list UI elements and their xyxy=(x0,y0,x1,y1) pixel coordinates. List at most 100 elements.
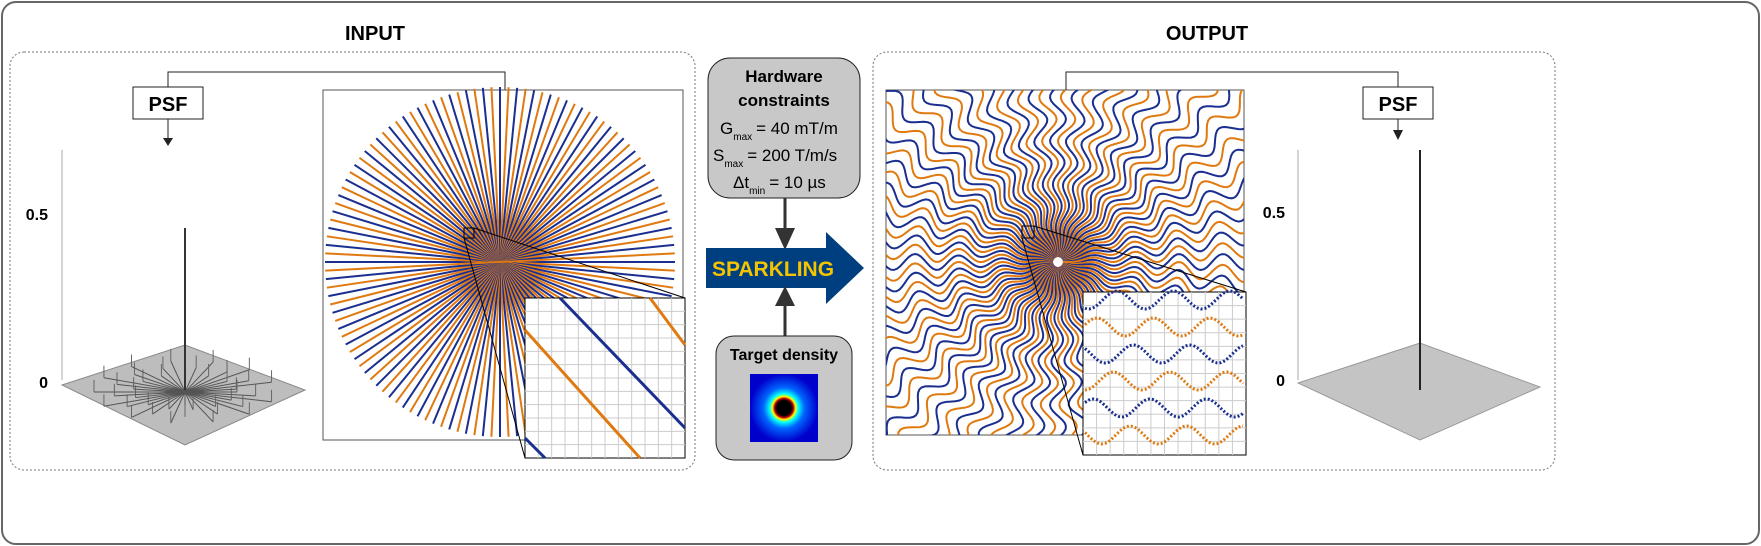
sparkling-shot xyxy=(1062,231,1244,263)
output-axis-top: 0.5 xyxy=(1263,205,1285,222)
tmin-symbol: Δt xyxy=(733,173,749,192)
sparkling-shot xyxy=(886,225,1054,262)
sparkling-shot xyxy=(886,170,1055,261)
sparkling-shot xyxy=(1049,90,1068,258)
hardware-constraints-box: Hardware constraints Gmax= 40 mT/m Smax=… xyxy=(707,57,861,199)
output-psf-box xyxy=(1362,86,1434,120)
sparkling-shot xyxy=(985,90,1058,258)
sparkling-shot xyxy=(886,262,1054,314)
sparkling-shot xyxy=(886,261,1054,304)
arrow-down-icon xyxy=(775,228,795,250)
gmax-value: = 40 mT/m xyxy=(756,119,838,138)
sparkling-label: SPARKLING xyxy=(712,258,834,281)
sparkling-shot xyxy=(886,261,1054,293)
sparkling-shot xyxy=(886,262,1054,324)
input-psf-group: PSF 0.5 0 xyxy=(26,71,506,446)
sparkling-shot xyxy=(886,101,1056,260)
sparkling-shot xyxy=(886,90,1056,259)
inset-shot xyxy=(1084,289,1245,311)
sparkling-shot xyxy=(1062,220,1244,263)
output-psf-surface xyxy=(1296,342,1542,441)
sparkling-shot xyxy=(1027,90,1059,258)
output-axis-zero: 0 xyxy=(1276,373,1285,390)
sparkling-shot xyxy=(1058,90,1110,258)
input-panel xyxy=(9,51,696,471)
sparkling-shot xyxy=(886,263,1055,387)
sparkling-shot xyxy=(1062,253,1244,272)
output-psf-label: PSF xyxy=(1379,94,1418,116)
sparkling-shot xyxy=(886,234,1054,263)
sparkling-shot xyxy=(886,263,1054,344)
sparkling-shot xyxy=(1060,90,1219,260)
sparkling-shot xyxy=(1062,260,1244,284)
output-psf-group: PSF 0.5 0 xyxy=(1065,71,1542,441)
sparkling-arrow: SPARKLING xyxy=(706,232,864,304)
smax-symbol: S xyxy=(713,146,724,165)
sparkling-shot xyxy=(886,210,1054,262)
sparkling-shot xyxy=(886,159,1055,261)
inset-shot xyxy=(1083,424,1244,446)
sparkling-shot xyxy=(1056,90,1077,258)
sparkling-shot xyxy=(1062,262,1244,308)
sparkling-shot xyxy=(1039,266,1060,435)
sparkling-shot xyxy=(1020,266,1058,435)
target-density-map xyxy=(750,374,818,442)
input-axis-zero: 0 xyxy=(39,375,48,392)
sparkling-shot xyxy=(886,181,1054,261)
input-psf-box xyxy=(132,86,204,120)
sparkling-shot xyxy=(1061,148,1244,261)
sparkling-shot xyxy=(1061,90,1244,260)
sparkling-shot xyxy=(1038,90,1060,258)
sparkling-shot xyxy=(886,262,1054,335)
sparkling-shot xyxy=(1057,266,1089,435)
sparkling-shot xyxy=(952,90,1057,259)
gmax-symbol: G xyxy=(720,119,733,138)
sparkling-shot xyxy=(1005,266,1058,435)
sparkling-shot xyxy=(886,264,1055,435)
sparkling-shot xyxy=(955,265,1057,435)
arrow-up-icon xyxy=(775,286,795,306)
sparkling-shot xyxy=(1061,137,1244,261)
sparkling-shot xyxy=(1061,90,1231,260)
output-title: OUTPUT xyxy=(1166,23,1248,45)
sparkling-shot xyxy=(966,265,1057,435)
input-axis-top: 0.5 xyxy=(26,207,48,224)
output-trajectory xyxy=(885,89,1247,456)
sparkling-shot xyxy=(1059,90,1139,258)
sparkling-shot xyxy=(1056,266,1078,435)
sparkling-shot xyxy=(1062,210,1244,262)
svg-text:Gmax= 40 mT/m: Gmax= 40 mT/m xyxy=(720,119,838,143)
svg-text:Δtmin= 10 µs: Δtmin= 10 µs xyxy=(733,173,826,197)
sparkling-shot xyxy=(921,90,1056,259)
input-title: INPUT xyxy=(345,23,405,45)
input-psf-label: PSF xyxy=(149,94,188,116)
sparkling-shot xyxy=(896,264,1056,435)
radial-spoke xyxy=(325,252,675,272)
arrow-down-icon xyxy=(163,138,173,146)
sparkling-shot xyxy=(1060,90,1171,259)
hardware-title-1: Hardware xyxy=(745,67,822,86)
sparkling-shot xyxy=(996,90,1058,258)
sparkling-shot xyxy=(1048,266,1067,435)
sparkling-shot xyxy=(1062,176,1244,262)
target-density-title: Target density xyxy=(730,347,838,364)
target-density-box: Target density xyxy=(715,335,853,461)
sparkling-shot xyxy=(990,266,1058,435)
sparkling-shot xyxy=(1006,90,1058,258)
inset-shot xyxy=(1084,343,1244,365)
input-trajectory xyxy=(322,87,687,460)
smax-value: = 200 T/m/s xyxy=(747,146,837,165)
sparkling-shot xyxy=(886,243,1054,264)
sparkling-shot xyxy=(886,149,1055,260)
sparkling-shot xyxy=(933,90,1057,259)
sparkling-shot xyxy=(1057,90,1086,258)
sparkling-shot xyxy=(1062,242,1244,264)
sparkling-shot xyxy=(976,90,1057,258)
sparkling-shot xyxy=(977,266,1057,435)
sparkling-shot xyxy=(1062,199,1244,262)
sparkling-shot xyxy=(886,264,1055,399)
sparkling-shot xyxy=(1060,90,1183,259)
sparkling-shot xyxy=(1058,90,1126,258)
